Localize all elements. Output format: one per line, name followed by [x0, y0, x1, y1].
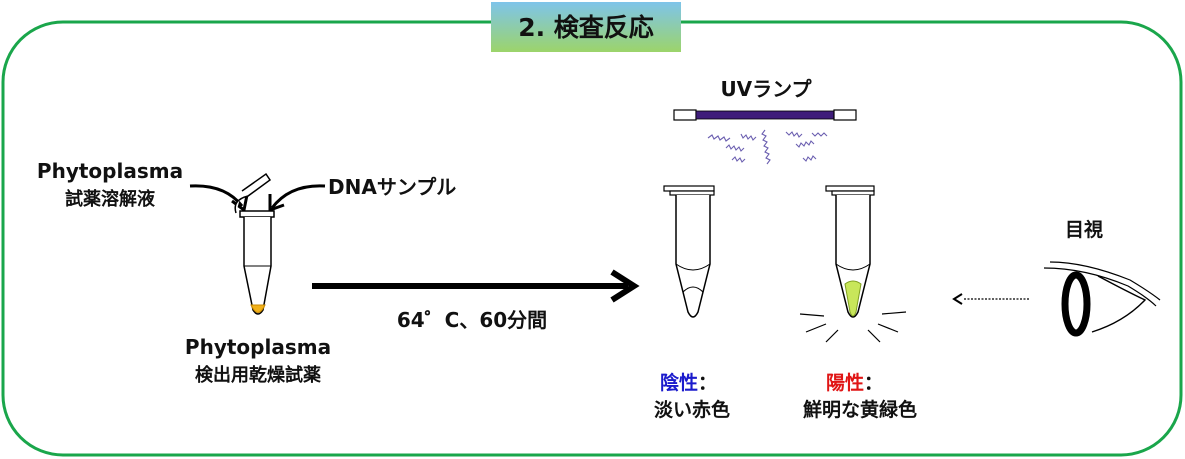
dried-reagent-drop [250, 304, 266, 313]
open-sample-tube [234, 172, 275, 315]
positive-label: 陽性： [826, 371, 883, 394]
positive-tube [825, 185, 875, 318]
positive-result: 陽性 [826, 371, 864, 394]
uv-rays [707, 129, 828, 165]
positive-fluorescence [844, 280, 862, 317]
reagent-arrow [189, 184, 244, 207]
negative-tube [663, 185, 715, 318]
title-banner: 2. 検査反応 [491, 2, 681, 52]
uv-lamp-label: UVランプ [720, 77, 812, 101]
reagent-label-line1: Phytoplasma [37, 159, 183, 183]
eye-icon [1043, 261, 1161, 337]
negative-label: 陰性： [660, 371, 717, 394]
positive-description: 鮮明な黄緑色 [803, 398, 917, 421]
positive-colon: ： [864, 372, 883, 394]
negative-result: 陰性 [660, 371, 698, 394]
observation-arrow [952, 293, 1030, 305]
dna-sample-label: DNAサンプル [328, 175, 456, 199]
negative-description: 淡い赤色 [654, 398, 730, 421]
negative-colon: ： [698, 372, 717, 394]
uv-lamp [673, 109, 857, 121]
section-title: 2. 検査反応 [518, 13, 654, 42]
dna-arrow [270, 184, 326, 209]
reaction-condition: 64゜C、60分間 [397, 308, 547, 332]
kit-label-line2: 検出用乾燥試薬 [195, 364, 321, 386]
kit-label-line1: Phytoplasma [185, 335, 331, 359]
observation-label: 目視 [1065, 218, 1103, 241]
glow-rays [799, 311, 907, 343]
section-frame [1, 20, 1183, 457]
reagent-label-line2: 試薬溶解液 [65, 188, 156, 210]
